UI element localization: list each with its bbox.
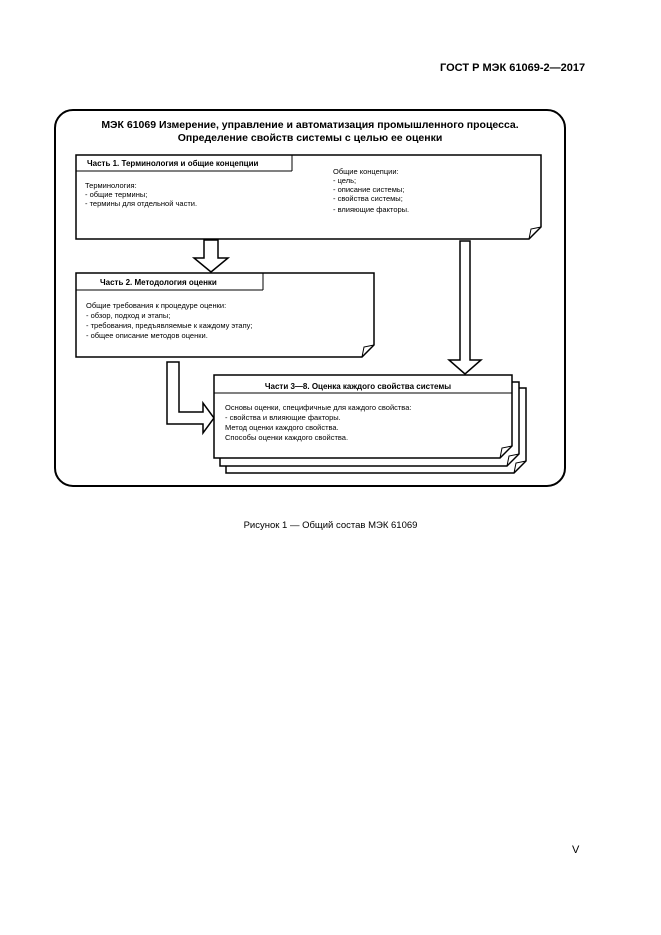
part2-line3: - требования, предъявляемые к каждому эт… — [86, 321, 253, 330]
part2-box: Часть 2. Методология оценки Общие требов… — [75, 272, 375, 358]
part1-right-line5: - влияющие факторы. — [333, 205, 409, 214]
part1-left-line3: - термины для отдельной части. — [85, 199, 197, 208]
part3-line3: Метод оценки каждого свойства. — [225, 423, 339, 432]
part2-line4: - общее описание методов оценки. — [86, 331, 208, 340]
part2-line1: Общие требования к процедуре оценки: — [86, 301, 226, 310]
part1-title: Часть 1. Терминология и общие концепции — [87, 159, 259, 168]
arrow-part1-to-part2 — [191, 239, 231, 273]
part3-line2: - свойства и влияющие факторы. — [225, 413, 341, 422]
part3-line4: Способы оценки каждого свойства. — [225, 433, 348, 442]
part1-left-line2: - общие термины; — [85, 190, 147, 199]
part1-left-line1: Терминология: — [85, 181, 137, 190]
page-number: V — [572, 844, 580, 856]
part1-box: Часть 1. Терминология и общие концепции … — [75, 154, 542, 240]
part1-right-line1: Общие концепции: — [333, 167, 399, 176]
part3-stack: Части 3—8. Оценка каждого свойства систе… — [213, 374, 527, 474]
part2-title: Часть 2. Методология оценки — [100, 278, 217, 287]
part1-right-line2: - цель; — [333, 176, 356, 185]
figure-caption: Рисунок 1 — Общий состав МЭК 61069 — [243, 520, 418, 531]
part3-line1: Основы оценки, специфичные для каждого с… — [225, 403, 411, 412]
document-code: ГОСТ Р МЭК 61069-2—2017 — [440, 62, 586, 74]
arrow-part1-to-part3 — [447, 240, 483, 375]
arrow-part2-to-part3 — [166, 361, 215, 436]
outer-frame — [54, 109, 566, 487]
figure-title-line1: МЭК 61069 Измерение, управление и автома… — [101, 119, 518, 131]
figure-title-line2: Определение свойств системы с целью ее о… — [178, 132, 443, 144]
part3-title: Части 3—8. Оценка каждого свойства систе… — [265, 382, 451, 391]
part1-right-line4: - свойства системы; — [333, 194, 403, 203]
part1-right-line3: - описание системы; — [333, 185, 404, 194]
part2-line2: - обзор, подход и этапы; — [86, 311, 170, 320]
